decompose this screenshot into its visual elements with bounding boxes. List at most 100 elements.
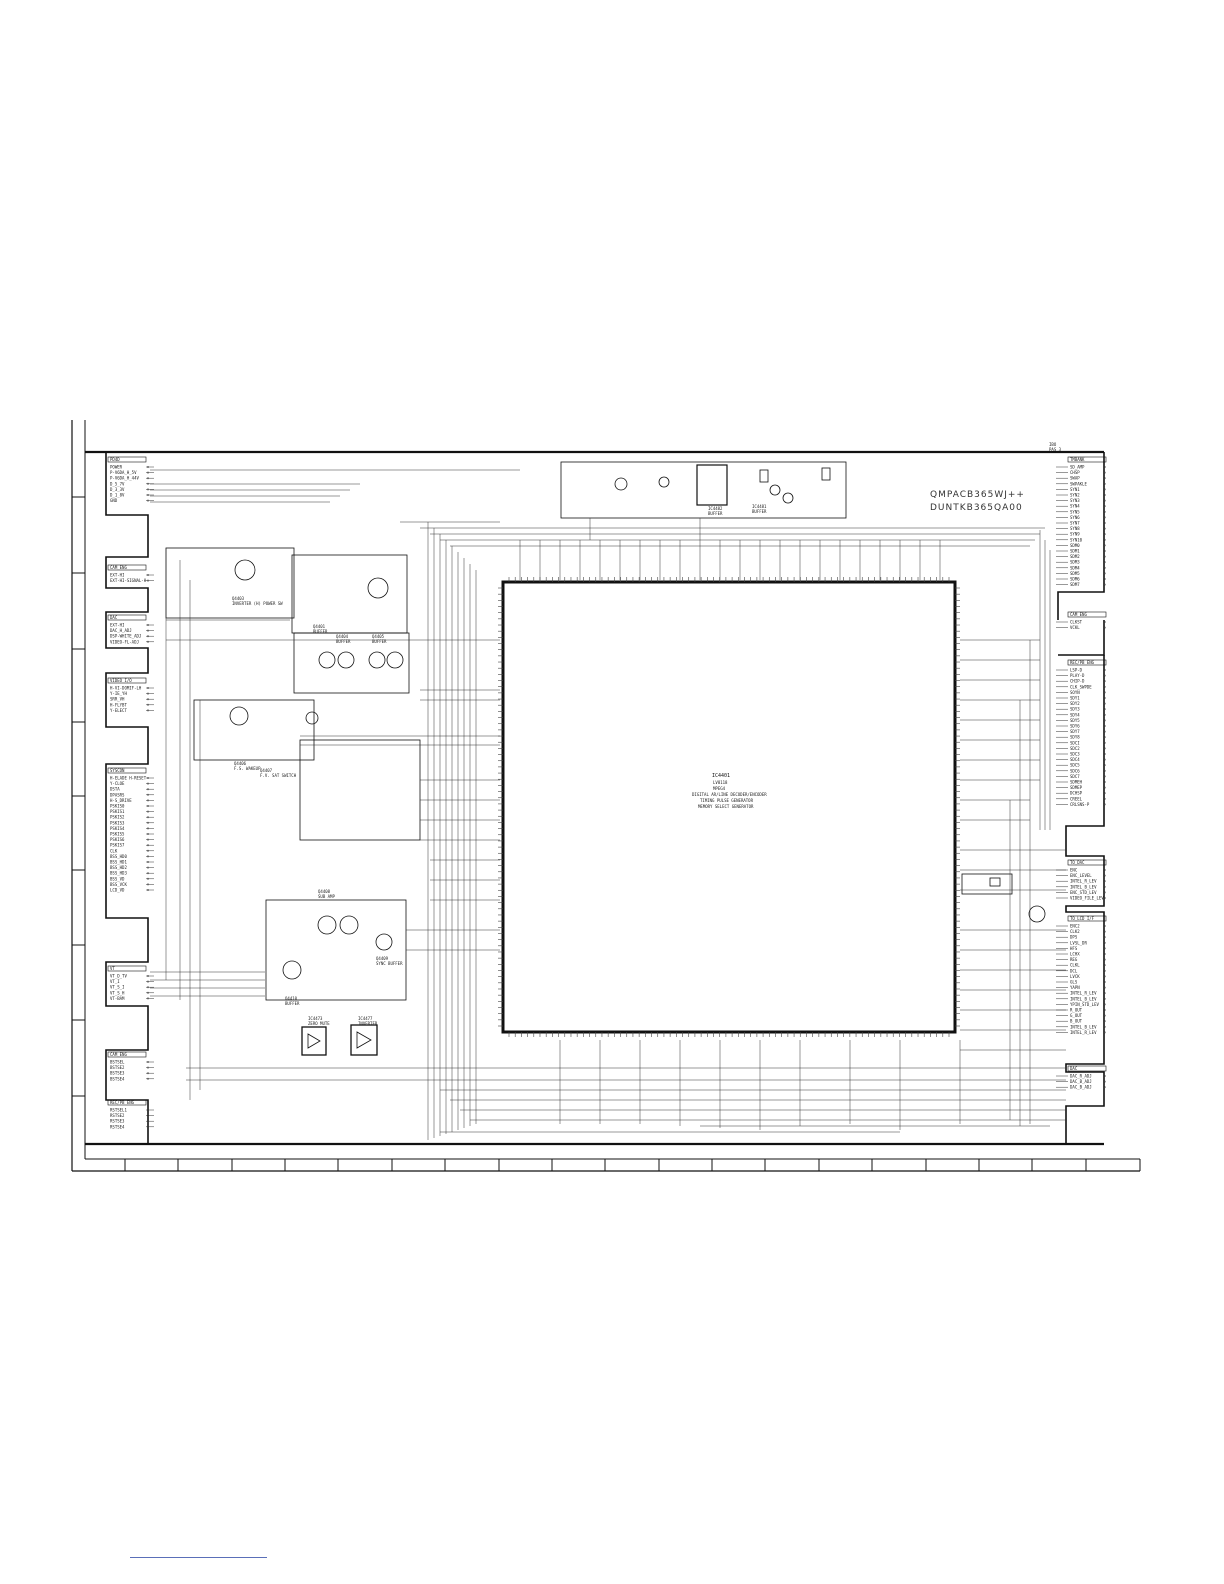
- connector-pin-label: EXT-HI: [110, 623, 125, 628]
- connector-pin-label: INTEL_B_LEV: [1070, 884, 1097, 889]
- connector-title: REC/PB ENG: [1070, 660, 1095, 665]
- connector-title: DAC: [110, 615, 118, 620]
- connector-pin-label: SDY2: [1070, 701, 1080, 706]
- connector-pin-label: SDC7: [1070, 774, 1080, 779]
- sub-block-ref: Q4407: [260, 768, 273, 773]
- connector-pin-label: H-S_DRIVE: [110, 798, 132, 803]
- corner-label-1: IBO: [1049, 442, 1057, 447]
- sub-block-func: INVERTER (H) POWER SW: [232, 601, 283, 606]
- connector-title: TMBANK: [1070, 457, 1085, 462]
- connector-pin-label: CHIP-D: [1070, 679, 1085, 684]
- connector-pin-label: SYN10: [1070, 537, 1083, 542]
- sub-block-ref: Q4406: [234, 761, 247, 766]
- connector-pin-label: INTEL_R_LEV: [1070, 1030, 1097, 1035]
- connector-pin-label: SDM5: [1070, 571, 1080, 576]
- connector-pin-label: EXT-HI: [110, 573, 125, 578]
- ic-func-2: DIGITAL AR/LINE DECODER/ENCODER: [692, 792, 767, 797]
- connector-pin-label: SDY4: [1070, 712, 1080, 717]
- frame: [71, 420, 1141, 1172]
- connector-title: VIDEO I/O: [110, 678, 132, 683]
- connector-pin-label: D_3_3V: [110, 487, 125, 492]
- connector-pin-label: SYN4: [1070, 504, 1080, 509]
- ic-func-1: MPEG4: [713, 786, 726, 791]
- sub-block-func: BUFFER: [285, 1001, 300, 1006]
- connector-pin-label: SWAP: [1070, 476, 1080, 481]
- connector-pin-label: VIDEO_FILE_LEV: [1070, 896, 1104, 901]
- sub-block-ref: IC4473: [308, 1016, 323, 1021]
- connector-pin-label: REG: [1070, 957, 1078, 962]
- connector-pin-label: LSP-D: [1070, 668, 1083, 673]
- connector-title: VT: [110, 966, 115, 971]
- connector-3: VIDEO I/OH-VI-DOMIF-LHY-IE_YHSRR_VHH-FLY…: [107, 677, 154, 713]
- sub-block-func: BUFFER: [336, 639, 351, 644]
- connector-pin-label: BSTSE3: [110, 1071, 125, 1076]
- connector-pin-label: RSTSEL1: [110, 1108, 127, 1113]
- ic-pin-stubs: [498, 577, 960, 1037]
- sub-block-func: BUFFER: [372, 639, 387, 644]
- connector-pin-label: SDMEH: [1070, 780, 1083, 785]
- connector-title: REC/PB ENG: [110, 1100, 135, 1105]
- connector-pin-label: ENC: [1070, 868, 1078, 873]
- connector-pin-label: BSS_VD: [110, 876, 125, 881]
- connector-pin-label: D_5_7V: [110, 481, 125, 486]
- connector-pin-label: INTEL_B_LEV: [1070, 1024, 1097, 1029]
- connector-pin-label: SYN5: [1070, 509, 1080, 514]
- connector-pin-label: CREEL: [1070, 796, 1083, 801]
- connector-pin-label: H-VI-DOMIF-LH: [110, 686, 142, 691]
- connector-pin-label: BSS_HD0: [110, 854, 127, 859]
- sub-block-ref: IC4477: [358, 1016, 373, 1021]
- connector-pin-label: H-ELADE H-RESET: [110, 776, 147, 781]
- connector-pin-label: EXT-HI-SIGNAL-H: [110, 578, 147, 583]
- connector-pin-label: LCHX: [1070, 952, 1080, 957]
- connector-pin-label: SDY5: [1070, 718, 1080, 723]
- connector-pin-label: Y-IE_YH: [110, 691, 127, 696]
- connector-pin-label: PSKIS1: [110, 809, 125, 814]
- sub-block-func: F.V. SAT SWITCH: [260, 773, 297, 778]
- connector-pin-label: DAC_H_ADJ: [110, 628, 132, 633]
- sub-block-ref: IC4481: [752, 504, 767, 509]
- connector-pin-label: BSS_HD2: [110, 865, 127, 870]
- sub-block-func: BUFFER: [313, 629, 328, 634]
- connector-pin-label: DSTA: [110, 787, 120, 792]
- connector-pin-label: VT_D_TV: [110, 974, 127, 979]
- connector-pin-label: SYN1: [1070, 487, 1080, 492]
- connector-pin-label: SWPAKLE: [1070, 481, 1087, 486]
- connector-pin-label: PSKIS3: [110, 820, 125, 825]
- connector-pin-label: GLS: [1070, 980, 1078, 985]
- connector-pin-label: SDC5: [1070, 763, 1080, 768]
- connector-pin-label: INTEL_R_LEV: [1070, 991, 1097, 996]
- connector-pin-label: SYN6: [1070, 515, 1080, 520]
- right-edge-notches: [1057, 452, 1105, 1144]
- right-connectors: TMBANKSD_AMPCHSPSWAPSWPAKLESYN1SYN2SYN3S…: [1056, 456, 1107, 1090]
- connector-pin-label: RSTSE2: [110, 1113, 125, 1118]
- connector-pin-label: DPS: [1070, 935, 1078, 940]
- connector-pin-label: SYN8: [1070, 526, 1080, 531]
- connector-pin-label: Y-ELECT: [110, 708, 127, 713]
- connector-0: PD4DPOWERP-V6DA_H_5VP-V6DA_H_44VD_5_7VD_…: [107, 456, 154, 503]
- connector-pin-label: DPASRS: [110, 792, 125, 797]
- sub-block-func: SYNC BUFFER: [376, 961, 403, 966]
- sub-block-ref: Q4410: [285, 996, 298, 1001]
- footer-link-underline[interactable]: [130, 1557, 267, 1558]
- connector-pin-label: PSKIS0: [110, 804, 125, 809]
- connector-pin-label: DCHSP: [1070, 791, 1083, 796]
- connector-pin-label: CLK2: [1070, 929, 1080, 934]
- connector-pin-label: HFS: [1070, 946, 1078, 951]
- connector-pin-label: SDM3: [1070, 560, 1080, 565]
- connector-pin-label: SDC2: [1070, 746, 1080, 751]
- connector-pin-label: SYN7: [1070, 521, 1080, 526]
- connector-pin-label: SDY1: [1070, 696, 1080, 701]
- connector-pin-label: SDC6: [1070, 768, 1080, 773]
- connector-pin-label: RSTSE3: [110, 1119, 125, 1124]
- ic-part: LV8118: [713, 780, 728, 785]
- connector-pin-label: VCKL: [1070, 625, 1080, 630]
- connector-pin-label: SOYN: [1070, 690, 1080, 695]
- connector-pin-label: PSKIS4: [110, 826, 125, 831]
- connector-pin-label: CRLSNS-P: [1070, 802, 1090, 807]
- connector-pin-label: SDMEP: [1070, 785, 1083, 790]
